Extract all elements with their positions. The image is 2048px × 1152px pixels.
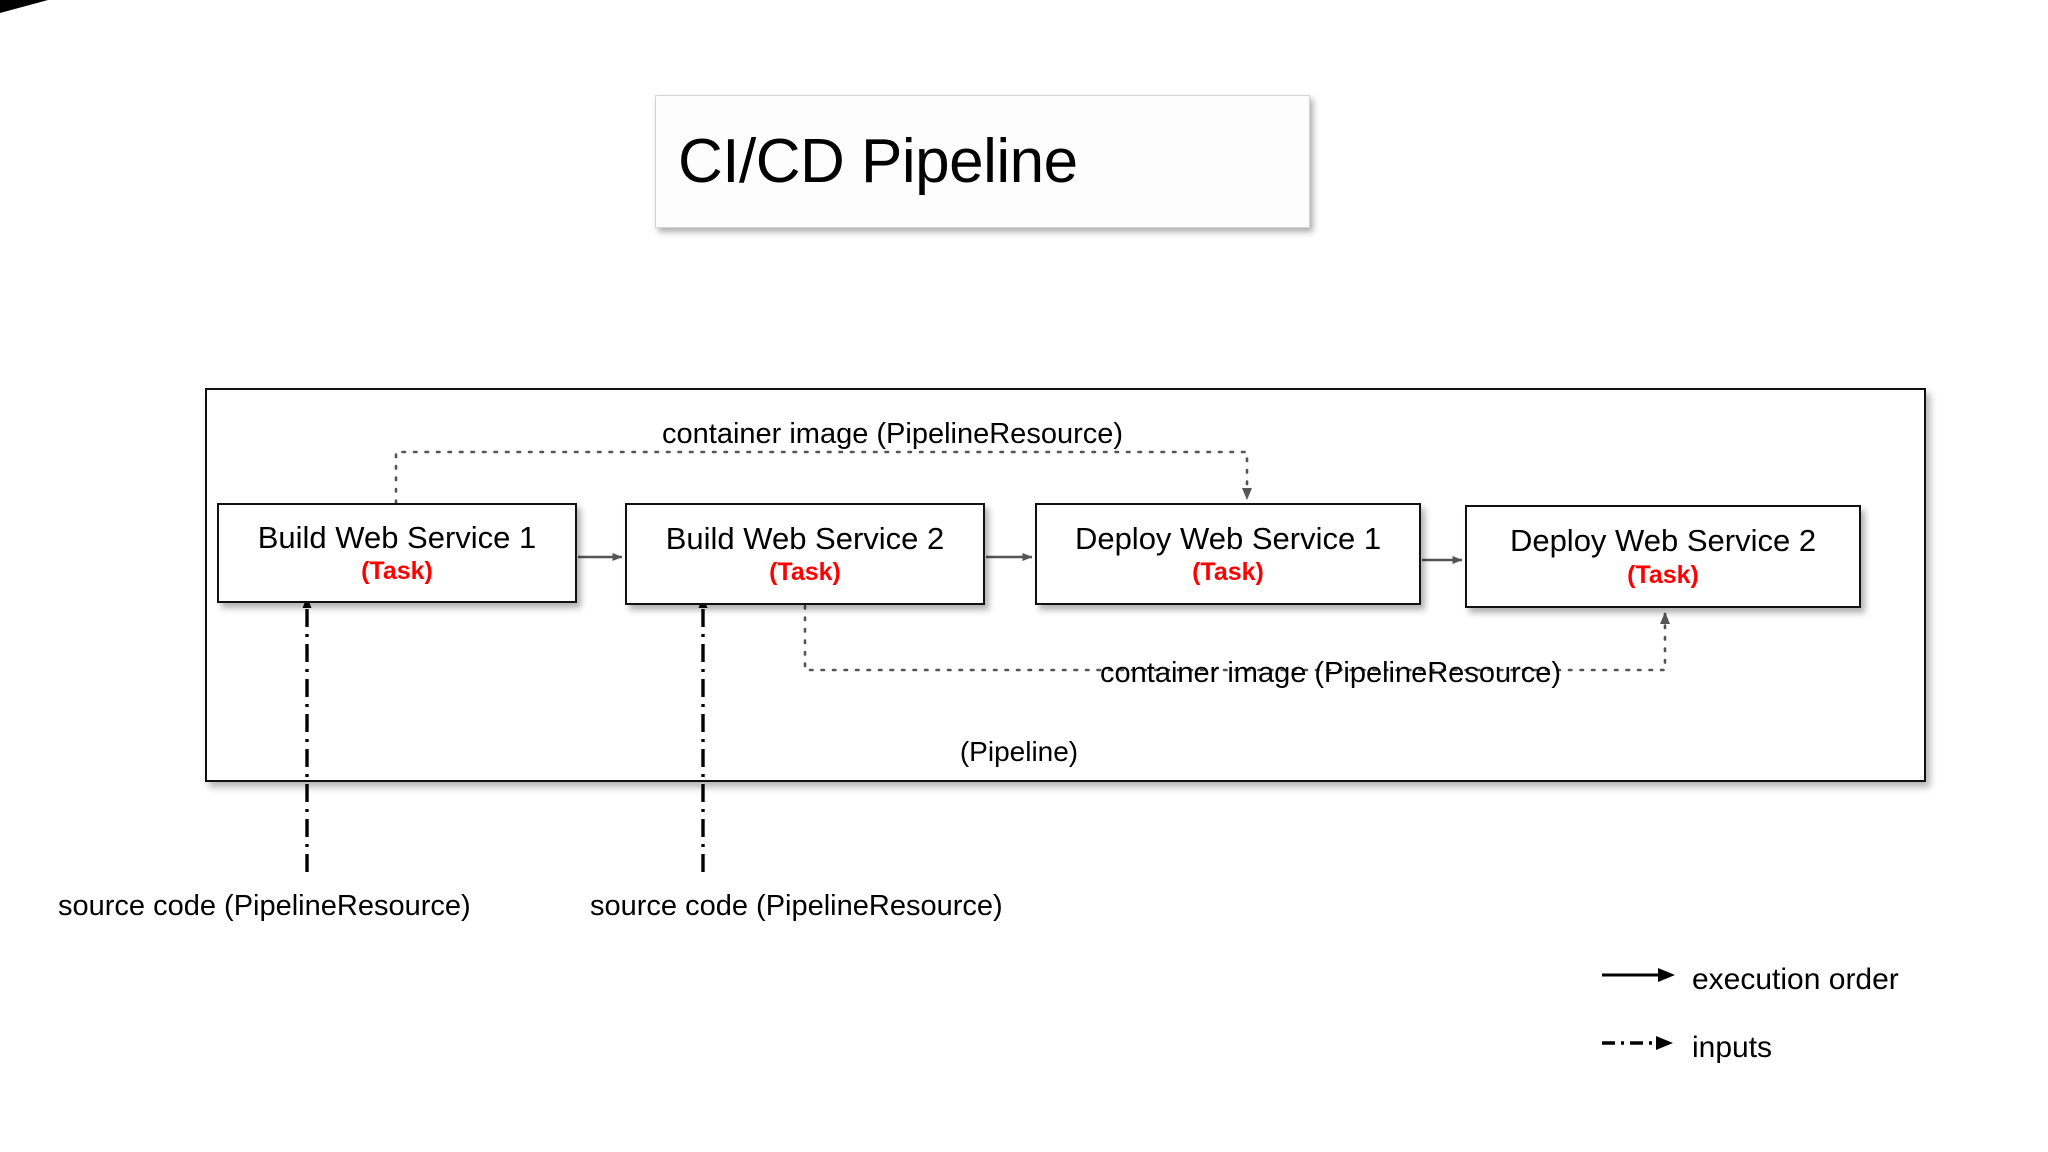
task-title: Build Web Service 2 <box>665 520 945 556</box>
task-kind-badge: (Task) <box>1192 558 1264 587</box>
title-card: CI/CD Pipeline <box>655 95 1310 228</box>
dash-dot-arrow-icon <box>1602 1036 1673 1050</box>
legend: execution order inputs <box>1600 955 2000 1091</box>
task-kind-badge: (Task) <box>1627 560 1699 589</box>
task-title: Deploy Web Service 2 <box>1509 523 1817 559</box>
edge-label-container-image-top: container image (PipelineResource) <box>662 418 1124 450</box>
solid-arrow-icon <box>1602 968 1675 982</box>
task-node-build-web-service-2[interactable]: Build Web Service 2 (Task) <box>625 503 985 605</box>
legend-row-inputs: inputs <box>1600 1023 2000 1091</box>
task-node-build-web-service-1[interactable]: Build Web Service 1 (Task) <box>217 503 577 603</box>
task-title: Build Web Service 1 <box>257 519 537 555</box>
corner-artifact <box>0 0 48 13</box>
edge-label-source-code-2: source code (PipelineResource) <box>590 890 1003 922</box>
task-title: Deploy Web Service 1 <box>1074 520 1382 556</box>
edge-label-container-image-bottom: container image (PipelineResource) <box>1100 657 1562 689</box>
task-kind-badge: (Task) <box>769 558 841 587</box>
task-node-deploy-web-service-2[interactable]: Deploy Web Service 2 (Task) <box>1465 505 1861 608</box>
legend-label-execution-order: execution order <box>1692 963 1899 996</box>
page-title: CI/CD Pipeline <box>678 127 1078 196</box>
legend-row-execution-order: execution order <box>1600 955 2000 1023</box>
task-node-deploy-web-service-1[interactable]: Deploy Web Service 1 (Task) <box>1035 503 1421 605</box>
task-kind-badge: (Task) <box>361 557 433 586</box>
legend-label-inputs: inputs <box>1692 1031 1773 1064</box>
edge-label-source-code-1: source code (PipelineResource) <box>58 890 471 922</box>
